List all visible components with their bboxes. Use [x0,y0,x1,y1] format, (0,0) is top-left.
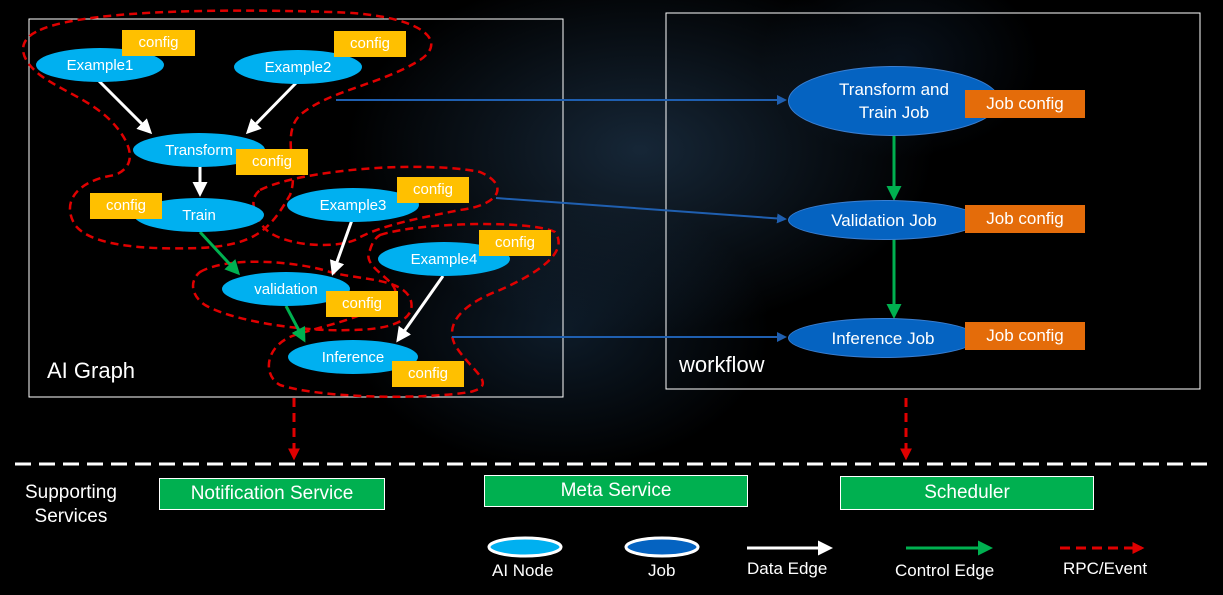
edge-train-validation [198,230,241,276]
edge-example4-inference [396,275,445,343]
job-config-transform-train: Job config [965,90,1085,118]
config-tag-inference: config [392,361,464,387]
job-config-validation: Job config [965,205,1085,233]
edge-example3-validation [329,219,354,276]
workflow-panel [665,12,1201,390]
legend-job-label: Job [648,561,676,580]
scheduler-service[interactable]: Scheduler [840,476,1094,510]
group-outline-validation [191,260,413,332]
edge-example1-transform [96,78,153,135]
config-tag-example2: config [334,31,406,57]
config-tag-example3: config [397,177,469,203]
edge-example2-transform [245,80,299,135]
job-inference[interactable]: Inference Job [788,318,978,358]
supporting-services-line1: Supporting [25,482,117,503]
job-config-inference: Job config [965,322,1085,350]
legend-ai-node-shape [487,536,563,558]
legend-rpc-event-label: RPC/Event [1063,559,1148,578]
job-transform-train[interactable]: Transform and Train Job [788,66,1000,136]
supporting-services-heading: Supporting Services [25,481,117,529]
config-tag-validation: config [326,291,398,317]
link-graph-validation-job [495,197,787,224]
supporting-services-line2: Services [34,506,108,527]
group-outline-transform-train [21,9,433,250]
notification-service[interactable]: Notification Service [159,478,385,510]
config-tag-example4: config [479,230,551,256]
ai-graph-panel [28,18,564,398]
job-transform-train-line1: Transform and [839,80,949,99]
legend-job-shape [624,536,700,558]
config-tag-transform: config [236,149,308,175]
legend-data-edge-label: Data Edge [747,559,828,578]
group-outline-inference [267,222,560,398]
ai-graph-title: AI Graph [47,358,136,383]
legend-control-edge-label: Control Edge [895,561,995,580]
config-tag-example1: config [122,30,195,56]
group-outline-example3 [252,165,499,247]
edge-validation-inference [284,305,306,343]
legend-ai-node-label: AI Node [492,561,554,580]
job-validation[interactable]: Validation Job [788,200,980,240]
workflow-title: workflow [679,352,765,377]
job-transform-train-line2: Train Job [858,103,930,122]
config-tag-train: config [90,193,162,219]
meta-service[interactable]: Meta Service [484,475,748,507]
